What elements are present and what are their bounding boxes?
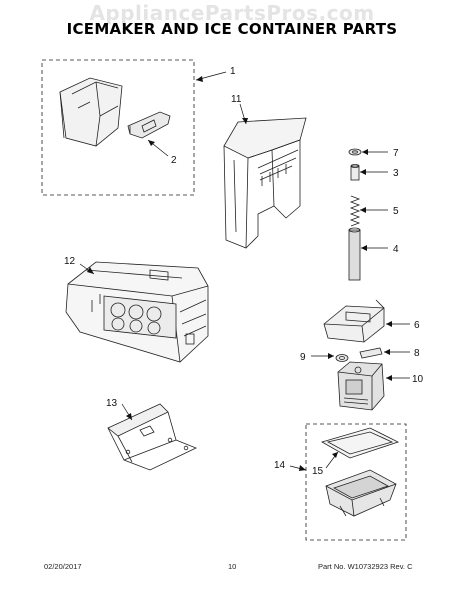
part-10-motor [337,361,385,411]
part-5-spring [349,195,361,227]
callout-8: 8 [414,348,420,359]
footer-page-number: 10 [228,562,237,571]
callout-11: 11 [231,94,242,105]
part-1-deflector [59,77,123,147]
part-4-rod [348,227,361,281]
callout-5: 5 [393,206,399,217]
callout-3: 3 [393,168,399,179]
callout-15: 15 [312,466,324,477]
callout-2: 2 [171,155,177,166]
part-3-bushing [350,164,360,181]
callout-14: 14 [274,460,286,471]
group-box-14 [305,423,407,541]
diagram-title: ICEMAKER AND ICE CONTAINER PARTS [66,20,398,38]
part-11-housing [223,117,307,249]
part-14-bin [325,469,397,517]
callout-10: 10 [412,374,424,385]
part-8-seal [359,347,383,359]
callout-4: 4 [393,244,399,255]
callout-6: 6 [414,320,420,331]
part-2-bracket [127,111,171,139]
arrow-heads [87,76,392,471]
callout-7: 7 [393,148,399,159]
part-12-icemaker [65,261,209,363]
group-box-1 [41,59,195,196]
callout-13: 13 [106,398,118,409]
part-6-mount [323,299,385,343]
callout-labels: 1 2 11 7 3 5 4 12 6 9 8 10 13 14 15 [64,66,424,477]
part-15-gasket [320,427,400,459]
part-13-bracket [107,403,197,471]
watermark: AppliancePartsPros.com [89,1,375,25]
footer-part-number: Part No. W10732923 Rev. C [318,562,413,571]
callout-1: 1 [230,66,236,77]
callout-12: 12 [64,256,76,267]
part-7-washer [348,148,362,156]
part-9-grommet [335,354,349,362]
footer-date: 02/20/2017 [44,562,82,571]
callout-9: 9 [300,352,306,363]
